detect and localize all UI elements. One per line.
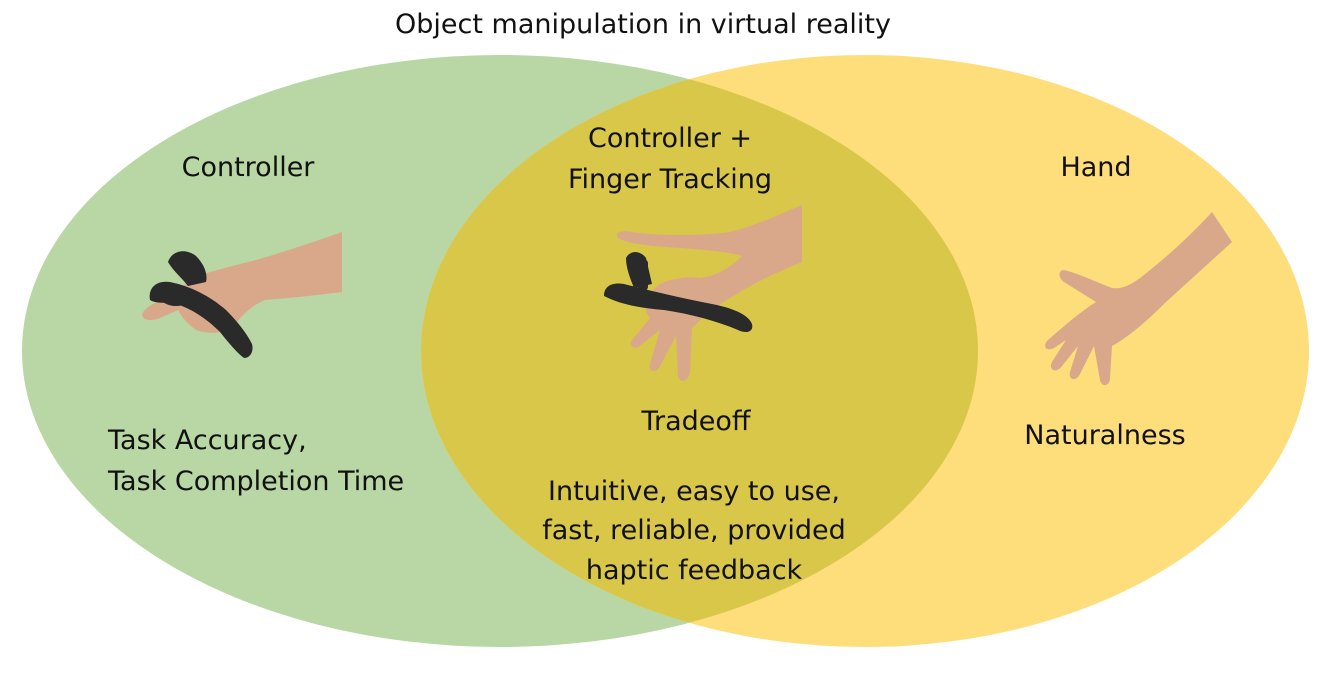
overlap-region [421, 55, 978, 647]
open-hand-icon [1045, 212, 1232, 386]
overlap-label-line-2: Finger Tracking [568, 164, 772, 195]
finger-tracking-controller-icon [604, 205, 802, 381]
hand-benefit: Naturalness [1024, 420, 1185, 451]
controller-benefit-line-2: Task Completion Time [107, 466, 404, 497]
overlap-benefit-line-2: fast, reliable, provided [542, 515, 846, 546]
controller-label: Controller [182, 152, 316, 183]
overlap-label-line-1: Controller + [588, 123, 752, 154]
tradeoff-label: Tradeoff [640, 406, 751, 437]
controller-benefit-line-1: Task Accuracy, [107, 425, 307, 456]
diagram-title: Object manipulation in virtual reality [395, 9, 891, 40]
controller-hand-icon [142, 232, 342, 358]
overlap-benefit-line-3: haptic feedback [586, 555, 803, 586]
hand-label: Hand [1060, 152, 1131, 183]
overlap-benefit-line-1: Intuitive, easy to use, [548, 476, 840, 507]
